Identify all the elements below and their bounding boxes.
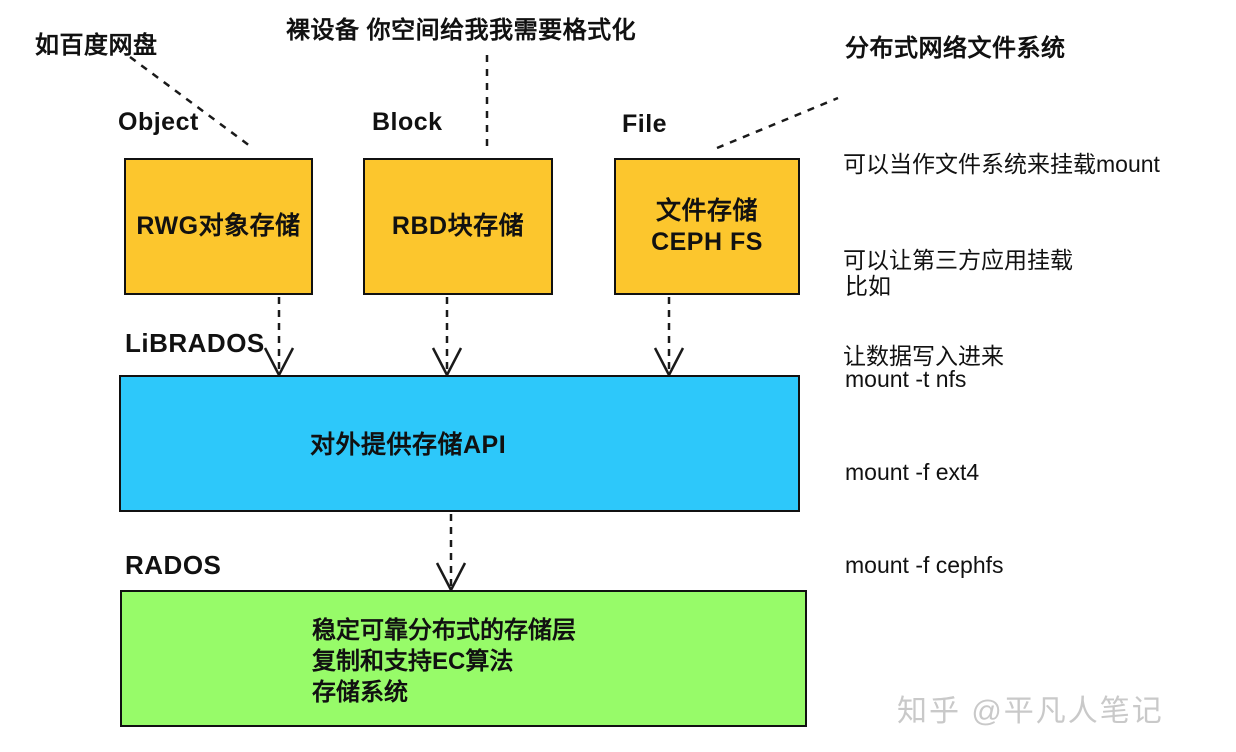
label-block: Block (372, 108, 443, 136)
label-rados: RADOS (125, 550, 222, 580)
box-storage-api: 对外提供存储API (119, 375, 800, 512)
box-rados-text: 稳定可靠分布式的存储层 复制和支持EC算法 存储系统 (312, 615, 576, 708)
box-rados-storage-layer: 稳定可靠分布式的存储层 复制和支持EC算法 存储系统 (120, 590, 807, 727)
label-librados: LiBRADOS (125, 328, 265, 358)
example-title: 比如 (845, 273, 891, 299)
box-rbd-block-storage: RBD块存储 (363, 158, 553, 295)
box-cephfs-label-line2: CEPH FS (651, 227, 763, 256)
box-storage-api-label: 对外提供存储API (310, 431, 507, 459)
rados-text-line: 存储系统 (312, 679, 408, 706)
mount-note-line: 可以让第三方应用挂载 (843, 247, 1073, 273)
example-command: mount -t nfs (845, 366, 967, 392)
box-rgw-label: RWG对象存储 (136, 212, 301, 240)
annotation-baidu-netdisk: 如百度网盘 (35, 32, 158, 59)
mount-notes: 可以当作文件系统来挂载mount 可以让第三方应用挂载 让数据写入进来 (843, 84, 1160, 436)
mount-note-line: 可以当作文件系统来挂载mount (843, 151, 1160, 177)
mount-examples: 比如 mount -t nfs mount -f ext4 mount -f c… (845, 209, 1004, 643)
arrow-cephfs-to-api-head (653, 347, 685, 378)
arrow-api-to-rados-head (435, 562, 467, 593)
example-command: mount -f cephfs (845, 552, 1004, 578)
example-command: mount -f ext4 (845, 459, 980, 485)
annotation-raw-device: 裸设备 你空间给我我需要格式化 (286, 17, 637, 44)
rados-text-line: 复制和支持EC算法 (312, 648, 514, 675)
label-file: File (622, 110, 668, 138)
mount-note-line: 让数据写入进来 (843, 343, 1004, 369)
label-object: Object (118, 108, 199, 136)
box-cephfs-file-storage: 文件存储 CEPH FS (614, 158, 800, 295)
leader-file-to-notes (716, 96, 839, 150)
box-cephfs-label: 文件存储 CEPH FS (651, 196, 763, 258)
arrow-rbd-to-api-head (431, 347, 463, 378)
zhihu-watermark: 知乎 @平凡人笔记 (897, 695, 1164, 728)
rados-text-line: 稳定可靠分布式的存储层 (312, 617, 576, 644)
annotation-distributed-fs: 分布式网络文件系统 (845, 35, 1066, 62)
box-rgw-object-storage: RWG对象存储 (124, 158, 313, 295)
arrow-rgw-to-api-head (263, 347, 295, 378)
box-cephfs-label-line1: 文件存储 (655, 196, 758, 225)
box-rbd-label: RBD块存储 (391, 212, 525, 240)
